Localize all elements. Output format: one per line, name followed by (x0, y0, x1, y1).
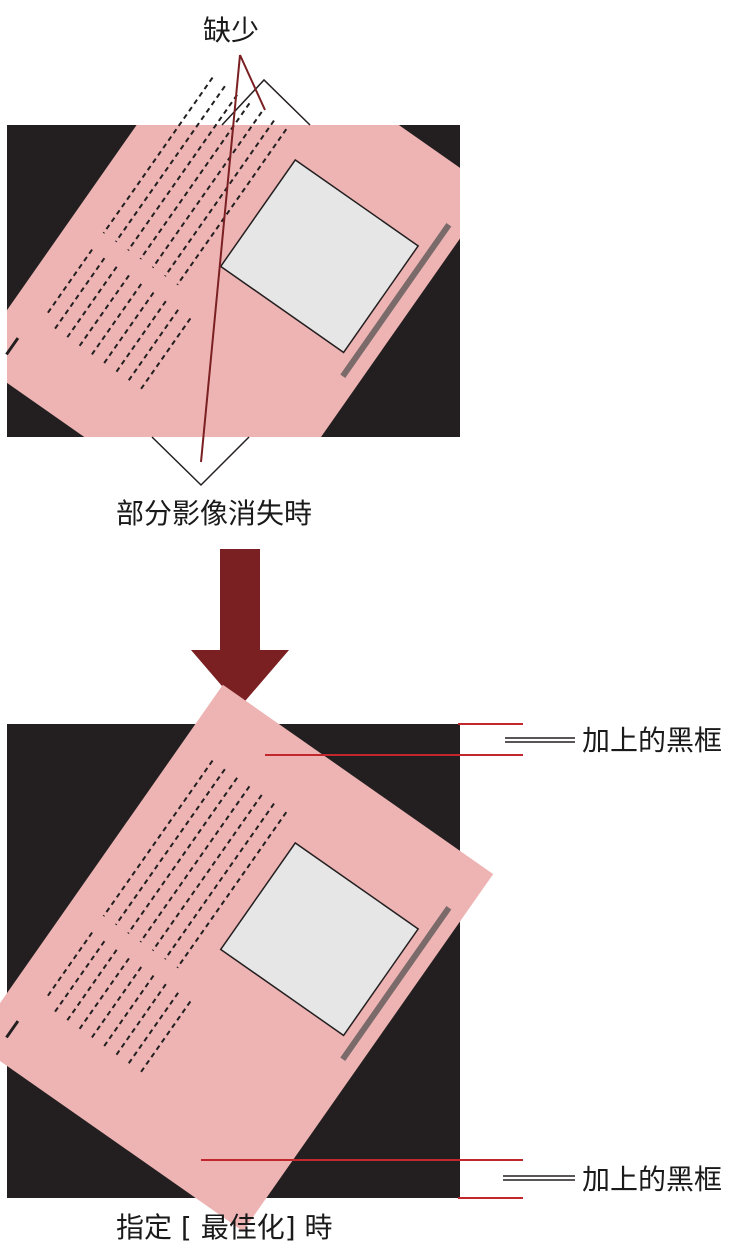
added-frame-leader-bottom (503, 1175, 575, 1181)
bottom-title-bar (340, 906, 452, 1061)
bottom-photo-placeholder (219, 841, 420, 1037)
bottom-page-number-mark (5, 1020, 20, 1039)
added-frame-marker-bottom (201, 1159, 523, 1199)
top-caption: 部分影像消失時 (116, 497, 312, 530)
bottom-caption: 指定 [ 最佳化] 時 (116, 1211, 333, 1244)
bottom-panel: 加上的黑框 加上的黑框 指定 [ 最佳化] 時 (0, 684, 722, 1244)
bottom-document (0, 684, 494, 1232)
missing-corner-outlines (151, 78, 311, 487)
missing-leader-lines (200, 54, 266, 463)
top-title-bar (340, 223, 452, 378)
missing-bottom-corner (151, 436, 250, 487)
top-panel: 缺少 部分影像消失時 (5, 14, 460, 530)
top-photo-placeholder (219, 158, 420, 354)
missing-top-corner (221, 78, 311, 126)
added-frame-leader-top (505, 737, 575, 743)
added-frame-label-top: 加上的黑框 (582, 724, 722, 757)
added-frame-label-bottom: 加上的黑框 (582, 1163, 722, 1196)
added-frame-marker-top (265, 723, 523, 756)
top-page-number-mark (5, 337, 20, 356)
missing-label: 缺少 (203, 14, 259, 47)
down-arrow (191, 549, 289, 707)
